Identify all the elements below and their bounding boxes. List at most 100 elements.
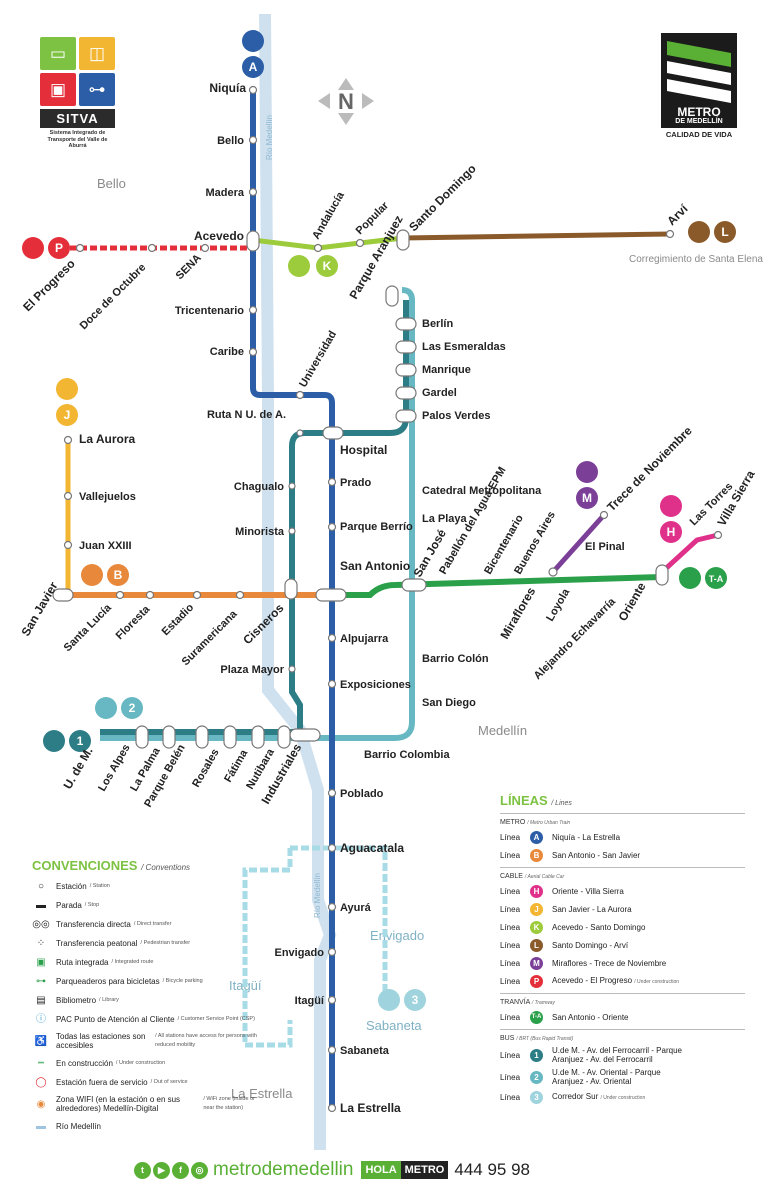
badge-line-m: M bbox=[576, 461, 598, 509]
station-santo-domingo: Santo Domingo bbox=[406, 162, 479, 235]
station-vallejuelos: Vallejuelos bbox=[79, 491, 136, 503]
station-juan-xxiii: Juan XXIII bbox=[79, 540, 132, 552]
svg-text:B: B bbox=[114, 568, 123, 582]
station-acevedo: Acevedo bbox=[194, 229, 244, 243]
sitva-name: SITVA bbox=[40, 109, 115, 128]
station-icon: ○ bbox=[37, 880, 45, 892]
compass-icon: N bbox=[318, 78, 374, 125]
integrated-route-icon: ▣ bbox=[36, 956, 46, 968]
badge-bus-1: 1 bbox=[43, 730, 91, 752]
station-estadio: Estadio bbox=[160, 601, 197, 638]
conv-station: ○Estación/ Station bbox=[32, 880, 262, 892]
conventions-title: CONVENCIONES bbox=[32, 858, 138, 873]
instagram-icon[interactable]: ◎ bbox=[191, 1161, 208, 1179]
station-floresta: Floresta bbox=[114, 603, 153, 642]
metro-tagline: CALIDAD DE VIDA bbox=[665, 130, 733, 139]
station-barrio-colombia: Barrio Colombia bbox=[364, 749, 450, 761]
station-plaza-mayor: Plaza Mayor bbox=[220, 664, 284, 676]
lines-title: LÍNEAS bbox=[500, 793, 548, 808]
svg-text:L: L bbox=[721, 225, 728, 239]
station-san-javier: San Javier bbox=[18, 579, 60, 638]
conv-integrated-route: ▣Ruta integrada/ Integrated route bbox=[32, 956, 262, 968]
svg-text:K: K bbox=[323, 259, 332, 273]
station-markers bbox=[52, 85, 723, 1113]
conv-stop: ▬Parada/ Stop bbox=[32, 899, 262, 911]
station-rosales: Rosales bbox=[190, 747, 221, 790]
station-tricentenario: Tricentenario bbox=[175, 305, 244, 317]
metro-m-icon bbox=[661, 33, 737, 106]
station-exposiciones: Exposiciones bbox=[340, 679, 411, 691]
rio-medellin bbox=[259, 13, 337, 1150]
station-universidad: Universidad bbox=[297, 329, 339, 390]
bicycle-icon: ⊶ bbox=[79, 73, 115, 106]
river-label-1: Río Medellín bbox=[265, 115, 274, 160]
lines-legend: LÍNEAS / Lines METRO / Metro Urban Train… bbox=[500, 793, 745, 1104]
conv-accessible: ♿Todas las estaciones son accesibles/ Al… bbox=[32, 1032, 262, 1050]
bicycle-parking-icon: ⊶ bbox=[36, 975, 46, 987]
metro-icon: ▭ bbox=[40, 37, 76, 70]
line-l bbox=[402, 231, 671, 241]
line-m bbox=[551, 513, 606, 574]
station-ayura: Ayurá bbox=[340, 902, 372, 914]
station-catedral: Catedral Metropolitana bbox=[422, 485, 542, 497]
area-medellin: Medellín bbox=[478, 723, 527, 738]
station-arvi: Arví bbox=[664, 201, 691, 228]
river-icon: ▬ bbox=[36, 1120, 46, 1132]
station-gardel: Gardel bbox=[422, 387, 457, 399]
badge-line-a: A bbox=[242, 30, 264, 78]
station-la-playa: La Playa bbox=[422, 513, 468, 525]
station-las-esmeraldas: Las Esmeraldas bbox=[422, 341, 506, 353]
construction-icon: ┅ bbox=[37, 1057, 45, 1069]
badge-line-k: K bbox=[288, 255, 338, 277]
svg-text:M: M bbox=[582, 491, 592, 505]
station-barrio-colon: Barrio Colón bbox=[422, 653, 489, 665]
station-parque-berrio: Parque Berrío bbox=[340, 521, 413, 533]
conv-library: ▤Bibliometro/ Library bbox=[32, 994, 262, 1006]
badge-line-h: H bbox=[660, 495, 682, 543]
station-alejandro-echavarria: Alejandro Echavarría bbox=[532, 595, 619, 682]
line-k bbox=[252, 235, 404, 251]
svg-text:A: A bbox=[249, 60, 258, 74]
badge-line-b: B bbox=[81, 564, 129, 586]
station-andalucia: Andalucía bbox=[310, 189, 347, 241]
station-sena: SENA bbox=[174, 252, 204, 282]
line-bus-3 bbox=[242, 845, 388, 1048]
twitter-icon[interactable]: t bbox=[134, 1161, 151, 1179]
station-san-antonio: San Antonio bbox=[340, 559, 410, 573]
station-san-diego: San Diego bbox=[422, 697, 476, 709]
conv-pedestrian-transfer: ⁘Transferencia peatonal/ Pedestrian tran… bbox=[32, 937, 262, 949]
area-bello: Bello bbox=[97, 176, 126, 191]
youtube-icon[interactable]: ▶ bbox=[153, 1161, 170, 1179]
direct-transfer-icon: ◎◎ bbox=[32, 918, 50, 930]
station-loyola: Loyola bbox=[544, 586, 573, 623]
hola-label: HOLA bbox=[361, 1161, 401, 1179]
svg-text:3: 3 bbox=[412, 993, 419, 1007]
conv-direct-transfer: ◎◎Transferencia directa/ Direct transfer bbox=[32, 918, 172, 930]
phone-number[interactable]: 444 95 98 bbox=[454, 1160, 531, 1179]
station-los-alpes: Los Alpes bbox=[96, 742, 132, 793]
facebook-icon[interactable]: f bbox=[172, 1161, 189, 1179]
social-handle[interactable]: metrodemedellin bbox=[213, 1159, 354, 1180]
stop-icon: ▬ bbox=[36, 899, 46, 911]
station-envigado: Envigado bbox=[274, 947, 324, 959]
out-of-service-icon: ◯ bbox=[35, 1076, 47, 1088]
station-berlin: Berlín bbox=[422, 318, 453, 330]
station-sabaneta: Sabaneta bbox=[340, 1045, 390, 1057]
badge-line-ta: T-A bbox=[679, 567, 727, 589]
badge-line-l: L bbox=[688, 221, 736, 243]
metro-name: METRO bbox=[677, 105, 721, 119]
line-bus-1 bbox=[100, 300, 409, 735]
badge-bus-2: 2 bbox=[95, 697, 143, 719]
station-alpujarra: Alpujarra bbox=[340, 633, 389, 645]
conv-river: ▬Río Medellín bbox=[32, 1120, 262, 1132]
